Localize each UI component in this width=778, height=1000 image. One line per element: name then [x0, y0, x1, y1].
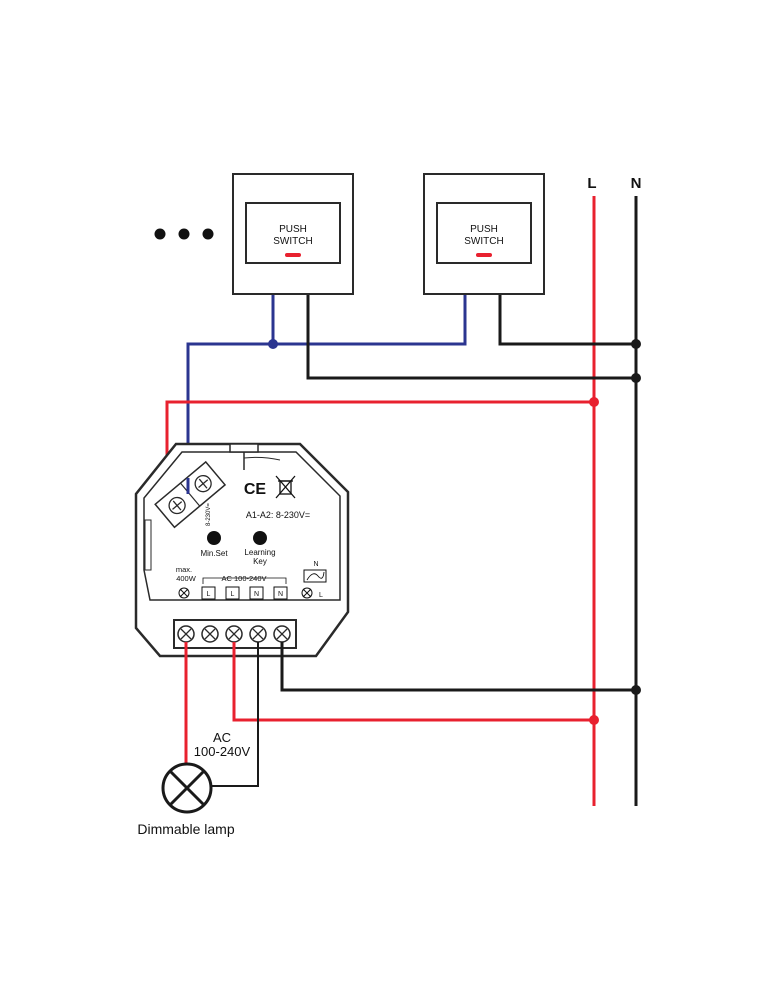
dimmer-module: 8-230V= CE A1-A2: 8-230V= Min.Set Learni… [134, 442, 350, 658]
switch1-indicator [285, 253, 301, 257]
switch2-signal-wire [273, 294, 467, 346]
neutral-rail-label: N [631, 175, 642, 192]
dimmable-lamp-icon [161, 762, 213, 814]
switch2-label-line2: SWITCH [464, 236, 503, 247]
live-junction-1 [589, 397, 599, 407]
neutral-junction-3 [631, 685, 641, 695]
max-load-line2: 400W [176, 574, 197, 583]
push-switch-2: PUSH SWITCH [423, 173, 545, 295]
terminal-screw-1 [177, 625, 195, 643]
panel-terminal-3: N [254, 591, 259, 598]
push-switch-1: PUSH SWITCH [232, 173, 354, 295]
neutral-junction-1 [631, 339, 641, 349]
more-switches-ellipsis [154, 228, 214, 240]
switch-bus-junction [268, 339, 278, 349]
relay-n-label: N [313, 561, 318, 568]
live-junction-2 [589, 715, 599, 725]
panel-terminal-4: N [278, 591, 283, 598]
min-set-label: Min.Set [200, 549, 228, 558]
max-load-line1: max. [176, 565, 192, 574]
learning-key-button[interactable] [253, 531, 267, 545]
input-side-label: 8-230V= [206, 503, 212, 526]
relay-terminal-label: L [319, 592, 323, 599]
input-terminal-block [154, 460, 227, 529]
switch2-label-line1: PUSH [470, 224, 498, 235]
learning-key-label-line2: Key [253, 557, 267, 566]
switch1-label-line1: PUSH [279, 224, 307, 235]
lamp-terminal-symbol [178, 587, 190, 599]
terminal-screw-5 [273, 625, 291, 643]
terminal-screw-3 [225, 625, 243, 643]
device-live-wire [232, 642, 594, 722]
input-rating-label: A1-A2: 8-230V= [246, 510, 310, 520]
terminal-screw-4 [249, 625, 267, 643]
panel-terminal-2: L [231, 591, 235, 598]
ac-range-label: AC 100-240V [221, 574, 266, 583]
min-set-button[interactable] [207, 531, 221, 545]
ce-mark: CE [244, 481, 267, 498]
weee-bin-icon [275, 475, 296, 499]
switch-bus-wire [186, 294, 275, 478]
live-rail-label: L [587, 175, 596, 192]
lamp-ac-label-line2: 100-240V [194, 744, 251, 759]
switch2-indicator [476, 253, 492, 257]
terminal-screw-2 [201, 625, 219, 643]
switch2-neutral-wire [498, 294, 636, 346]
lamp-caption: Dimmable lamp [137, 821, 234, 837]
device-neutral-wire [280, 642, 636, 692]
panel-terminal-1: L [207, 591, 211, 598]
switch1-label-line2: SWITCH [273, 236, 312, 247]
switch1-neutral-wire [306, 294, 636, 380]
lamp-ac-label-line1: AC [213, 730, 231, 745]
relay-icon [303, 569, 327, 583]
learning-key-label-line1: Learning [244, 548, 275, 557]
lamp-neutral-wire [210, 642, 259, 787]
neutral-junction-2 [631, 373, 641, 383]
